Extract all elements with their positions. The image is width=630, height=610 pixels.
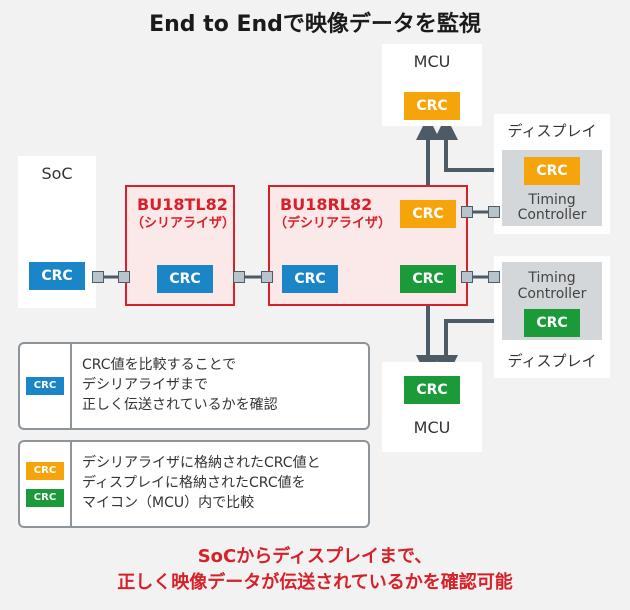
legend-crc-compare: CRC CRC値を比較することで デシリアライザまで 正しく伝送されているかを確… xyxy=(18,342,370,430)
deserializer-crc-top: CRC xyxy=(400,200,456,228)
display-bottom-timing-controller: Timing Controller CRC xyxy=(502,262,602,340)
display-top-tc-line1: Timing xyxy=(528,192,576,208)
mcu-bottom-crc: CRC xyxy=(404,376,460,404)
soc-label: SoC xyxy=(41,164,73,183)
display-top-timing-controller: CRC Timing Controller xyxy=(502,150,602,226)
display-bottom-crc: CRC xyxy=(524,309,580,337)
display-top-box: ディスプレイ CRC Timing Controller xyxy=(494,114,610,234)
arrow-display-to-mcu-bottom xyxy=(434,319,516,379)
legend2-divider xyxy=(70,442,72,526)
serializer-chip: BU18TL82 （シリアライザ） CRC xyxy=(125,185,235,306)
deserializer-crc-bottom: CRC xyxy=(400,265,456,293)
mcu-top-box: MCU CRC xyxy=(382,44,482,126)
legend1-divider xyxy=(70,344,72,428)
serializer-subtitle: （シリアライザ） xyxy=(131,216,236,231)
display-bottom-label: ディスプレイ xyxy=(507,352,597,370)
deserializer-port-out-top xyxy=(461,206,473,218)
serializer-port-in xyxy=(118,271,130,283)
display-bottom-tc-line1: Timing xyxy=(528,270,576,286)
display-bottom-box: Timing Controller CRC ディスプレイ xyxy=(494,256,610,378)
legend2-crc-swatch-green: CRC xyxy=(26,489,64,507)
soc-crc: CRC xyxy=(29,262,85,290)
display-bottom-port xyxy=(488,271,500,283)
legend1-line1: CRC値を比較することで xyxy=(82,357,237,373)
serializer-port-out xyxy=(233,271,245,283)
deserializer-subtitle: （デシリアライザ） xyxy=(274,216,392,231)
serializer-name: BU18TL82 xyxy=(137,195,228,214)
deserializer-chip: BU18RL82 （デシリアライザ） CRC CRC CRC xyxy=(268,185,468,306)
legend2-line2: ディスプレイに格納されたCRC値を xyxy=(82,475,306,491)
mcu-bottom-box: CRC MCU xyxy=(382,362,482,452)
legend2-crc-swatch-orange: CRC xyxy=(26,462,64,480)
deserializer-crc-input: CRC xyxy=(282,265,338,293)
soc-port xyxy=(92,271,104,283)
deserializer-port-out-bottom xyxy=(461,271,473,283)
footer-line2: 正しく映像データが伝送されているかを確認可能 xyxy=(117,572,513,593)
legend2-line1: デシリアライザに格納されたCRC値と xyxy=(82,455,321,471)
legend2-line3: マイコン（MCU）内で比較 xyxy=(82,495,255,511)
legend1-line3: 正しく伝送されているかを確認 xyxy=(82,397,278,413)
display-top-crc: CRC xyxy=(524,157,580,185)
display-top-tc-line2: Controller xyxy=(517,207,587,223)
mcu-bottom-label: MCU xyxy=(413,418,451,437)
legend1-crc-swatch: CRC xyxy=(26,377,64,395)
serializer-crc: CRC xyxy=(157,265,213,293)
legend1-line2: デシリアライザまで xyxy=(82,377,208,393)
soc-box: SoC CRC xyxy=(18,156,96,308)
deserializer-name: BU18RL82 xyxy=(280,195,373,214)
legend-mcu-compare: CRC CRC デシリアライザに格納されたCRC値と ディスプレイに格納されたC… xyxy=(18,440,370,528)
display-top-port xyxy=(488,206,500,218)
page-title: End to Endで映像データを監視 xyxy=(149,12,481,37)
footer-line1: SoCからディスプレイまで、 xyxy=(197,546,433,567)
display-bottom-tc-line2: Controller xyxy=(517,286,587,302)
deserializer-port-in xyxy=(261,271,273,283)
mcu-top-crc: CRC xyxy=(404,92,460,120)
arrow-display-to-mcu-top xyxy=(434,116,516,172)
mcu-top-label: MCU xyxy=(413,52,451,71)
display-top-label: ディスプレイ xyxy=(507,122,597,140)
